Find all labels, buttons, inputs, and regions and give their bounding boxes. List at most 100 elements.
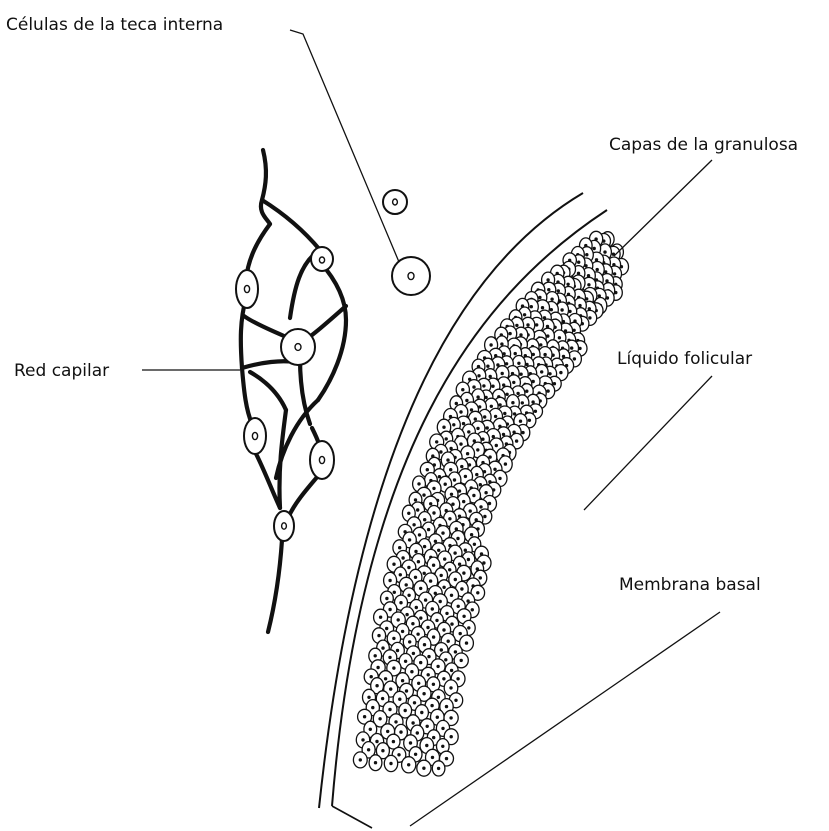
- granulosa-cell-nucleus: [459, 410, 462, 413]
- granulosa-cell-nucleus: [449, 686, 452, 689]
- granulosa-cell-nucleus: [517, 362, 520, 365]
- granulosa-cell-nucleus: [557, 289, 560, 292]
- granulosa-cell-nucleus: [367, 748, 370, 751]
- granulosa-cell-nucleus: [432, 635, 435, 638]
- granulosa-cell-nucleus: [408, 538, 411, 541]
- granulosa-cell-nucleus: [453, 478, 456, 481]
- granulosa-cell-nucleus: [503, 412, 506, 415]
- granulosa-cell-nucleus: [456, 677, 459, 680]
- granulosa-cell-nucleus: [430, 704, 433, 707]
- granulosa-cell-nucleus: [460, 659, 463, 662]
- granulosa-cell-nucleus: [388, 708, 391, 711]
- granulosa-cell-nucleus: [490, 405, 493, 408]
- granulosa-cell-nucleus: [445, 757, 448, 760]
- granulosa-cell-nucleus: [375, 684, 378, 687]
- granulosa-cell-nucleus: [479, 505, 482, 508]
- granulosa-cell-nucleus: [418, 533, 421, 536]
- granulosa-cell-nucleus: [422, 493, 425, 496]
- granulosa-cell-nucleus: [531, 400, 534, 403]
- granulosa-cell-nucleus: [401, 679, 404, 682]
- leader-granulosa: [614, 160, 712, 256]
- granulosa-cell-nucleus: [450, 622, 453, 625]
- granulosa-cell-nucleus: [423, 572, 426, 575]
- granulosa-cell-nucleus: [500, 342, 503, 345]
- granulosa-cell-nucleus: [410, 670, 413, 673]
- granulosa-cell-nucleus: [442, 628, 445, 631]
- granulosa-cell-nucleus: [424, 598, 427, 601]
- granulosa-cell-nucleus: [512, 381, 515, 384]
- granulosa-cell-nucleus: [415, 606, 418, 609]
- granulosa-cell-nucleus: [566, 283, 569, 286]
- granulosa-cell-nucleus: [573, 357, 576, 360]
- granulosa-cell-nucleus: [473, 543, 476, 546]
- granulosa-cell-nucleus: [476, 591, 479, 594]
- granulosa-cell-nucleus: [486, 365, 489, 368]
- granulosa-cell-nucleus: [464, 549, 467, 552]
- granulosa-cell-nucleus: [547, 288, 550, 291]
- granulosa-cell-nucleus: [385, 627, 388, 630]
- granulosa-cell-nucleus: [577, 261, 580, 264]
- granulosa-cell-nucleus: [389, 687, 392, 690]
- granulosa-cell-nucleus: [392, 740, 395, 743]
- granulosa-cell-nucleus: [462, 422, 465, 425]
- granulosa-cell-nucleus: [445, 437, 448, 440]
- granulosa-cell-nucleus: [519, 420, 522, 423]
- granulosa-cell-nucleus: [375, 740, 378, 743]
- granulosa-cell-nucleus: [427, 673, 430, 676]
- granulosa-cell-nucleus: [543, 353, 546, 356]
- granulosa-cell-nucleus: [523, 313, 526, 316]
- granulosa-cell-nucleus: [417, 560, 420, 563]
- granulosa-cell-nucleus: [454, 699, 457, 702]
- granulosa-cell-nucleus: [462, 500, 465, 503]
- granulosa-cell-nucleus: [370, 675, 373, 678]
- granulosa-cell-nucleus: [419, 587, 422, 590]
- granulosa-cell-nucleus: [437, 549, 440, 552]
- granulosa-cell-nucleus: [407, 763, 410, 766]
- granulosa-cell-nucleus: [550, 298, 553, 301]
- granulosa-cell-nucleus: [409, 741, 412, 744]
- granulosa-cell-nucleus: [398, 698, 401, 701]
- granulosa-cell-nucleus: [560, 308, 563, 311]
- granulosa-cell-nucleus: [505, 393, 508, 396]
- granulosa-cell-nucleus: [465, 641, 468, 644]
- granulosa-cell-nucleus: [447, 640, 450, 643]
- granulosa-cell-nucleus: [441, 727, 444, 730]
- granulosa-cell-nucleus: [546, 278, 549, 281]
- granulosa-cell-nucleus: [419, 661, 422, 664]
- granulosa-cell-nucleus: [379, 616, 382, 619]
- label-granulosa-layers: Capas de la granulosa: [609, 135, 798, 155]
- granulosa-cell-nucleus: [385, 597, 388, 600]
- granulosa-cell-nucleus: [441, 531, 444, 534]
- granulosa-cell-nucleus: [414, 576, 417, 579]
- granulosa-cell-nucleus: [459, 442, 462, 445]
- granulosa-cell-nucleus: [498, 403, 501, 406]
- granulosa-cell-nucleus: [484, 491, 487, 494]
- granulosa-cell-nucleus: [396, 649, 399, 652]
- granulosa-cell-nucleus: [538, 296, 541, 299]
- granulosa-cell-nucleus: [361, 738, 364, 741]
- label-capillary-network: Red capilar: [14, 361, 109, 381]
- granulosa-cell-nucleus: [432, 564, 435, 567]
- granulosa-cell-nucleus: [408, 640, 411, 643]
- granulosa-cell-nucleus: [603, 250, 606, 253]
- granulosa-cell-nucleus: [419, 616, 422, 619]
- granulosa-cell-nucleus: [393, 591, 396, 594]
- endothelial-nuclei: [236, 247, 334, 541]
- granulosa-cell-nucleus: [371, 706, 374, 709]
- granulosa-cell-nucleus: [489, 343, 492, 346]
- granulosa-cell-nucleus: [521, 401, 524, 404]
- granulosa-cell-nucleus: [440, 648, 443, 651]
- granulosa-cell-nucleus: [413, 701, 416, 704]
- granulosa-cell-nucleus: [422, 767, 425, 770]
- granulosa-cell-nucleus: [435, 440, 438, 443]
- granulosa-cell-nucleus: [381, 646, 384, 649]
- granulosa-cell-nucleus: [450, 669, 453, 672]
- granulosa-cell-nucleus: [399, 573, 402, 576]
- granulosa-cell-nucleus: [441, 745, 444, 748]
- granulosa-cell-nucleus: [437, 767, 440, 770]
- granulosa-cell-nucleus: [515, 439, 518, 442]
- granulosa-cell-nucleus: [435, 619, 438, 622]
- granulosa-cell-nucleus: [407, 594, 410, 597]
- granulosa-cell-nucleus: [442, 677, 445, 680]
- granulosa-cell-nucleus: [427, 655, 430, 658]
